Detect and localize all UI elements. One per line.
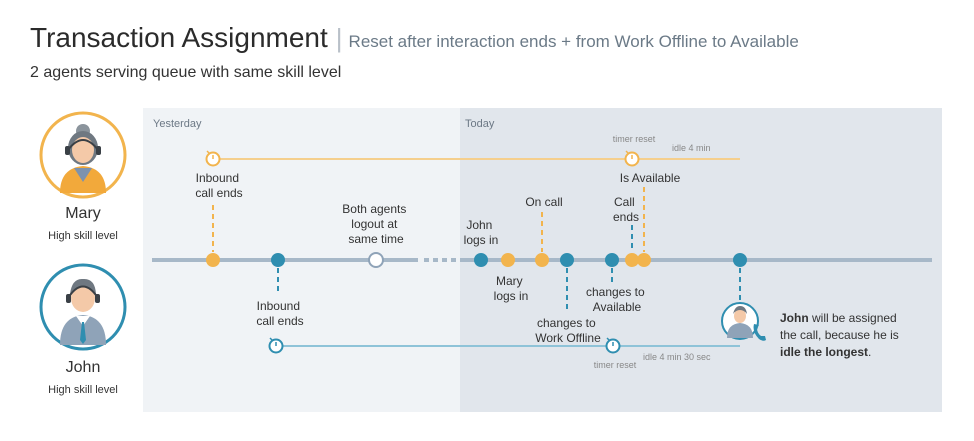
john-assignment-note: John will be assigned the call, because … xyxy=(780,311,902,359)
john-timer-start-icon xyxy=(268,337,284,354)
john-skill-level: High skill level xyxy=(48,384,118,396)
male-agent-headset-icon xyxy=(60,278,106,345)
john-timer-reset-icon xyxy=(605,337,621,354)
john-login-label: John logs in xyxy=(464,218,499,247)
john-timer-reset-label: timer reset xyxy=(594,360,637,370)
is-available-label: Is Available xyxy=(620,171,681,185)
event-connectors xyxy=(212,187,741,312)
john-avatar xyxy=(39,263,127,351)
john-assigned-marker xyxy=(733,253,747,267)
mary-login-marker xyxy=(501,253,515,267)
page-title: Transaction Assignment xyxy=(30,22,328,53)
today-label: Today xyxy=(465,118,495,130)
mary-inbound-label: Inbound call ends xyxy=(195,171,242,200)
mary-timer-reset-icon xyxy=(624,150,640,167)
mary-name: Mary xyxy=(65,205,101,222)
is-available-marker xyxy=(637,253,651,267)
available-label: changes to Available xyxy=(586,285,648,314)
call-ends-marker xyxy=(625,253,639,267)
header: Transaction Assignment| Reset after inter… xyxy=(30,22,799,54)
title-subtitle: Reset after interaction ends + from Work… xyxy=(348,32,799,51)
available-marker xyxy=(605,253,619,267)
phone-icon xyxy=(753,324,766,341)
mary-timer-reset-label: timer reset xyxy=(613,134,656,144)
logout-marker xyxy=(368,252,384,268)
yesterday-label: Yesterday xyxy=(153,118,202,130)
mary-timer-start-icon xyxy=(205,150,221,167)
john-name: John xyxy=(66,359,101,376)
work-offline-label: changes to Work Offline xyxy=(535,316,601,345)
on-call-label: On call xyxy=(525,195,562,209)
call-ends-label: Call ends xyxy=(613,195,639,224)
mary-idle-timer-bar xyxy=(205,150,740,167)
title-separator: | xyxy=(335,23,343,53)
mary-skill-level: High skill level xyxy=(48,230,118,242)
john-assigned-avatar xyxy=(721,302,759,340)
john-inbound-marker xyxy=(271,253,285,267)
female-agent-headset-icon xyxy=(60,124,106,193)
event-markers xyxy=(206,252,747,268)
both-logout-label: Both agents logout at same time xyxy=(342,202,409,246)
mary-login-label: Mary logs in xyxy=(494,274,529,303)
page-subtitle: 2 agents serving queue with same skill l… xyxy=(30,64,342,81)
john-idle-label: idle 4 min 30 sec xyxy=(643,352,711,362)
on-call-marker xyxy=(535,253,549,267)
mary-inbound-marker xyxy=(206,253,220,267)
john-inbound-label: Inbound call ends xyxy=(256,299,303,328)
work-offline-marker xyxy=(560,253,574,267)
john-idle-timer-bar xyxy=(268,337,740,354)
mary-avatar xyxy=(39,111,127,199)
john-login-marker xyxy=(474,253,488,267)
mary-idle-label: idle 4 min xyxy=(672,143,711,153)
